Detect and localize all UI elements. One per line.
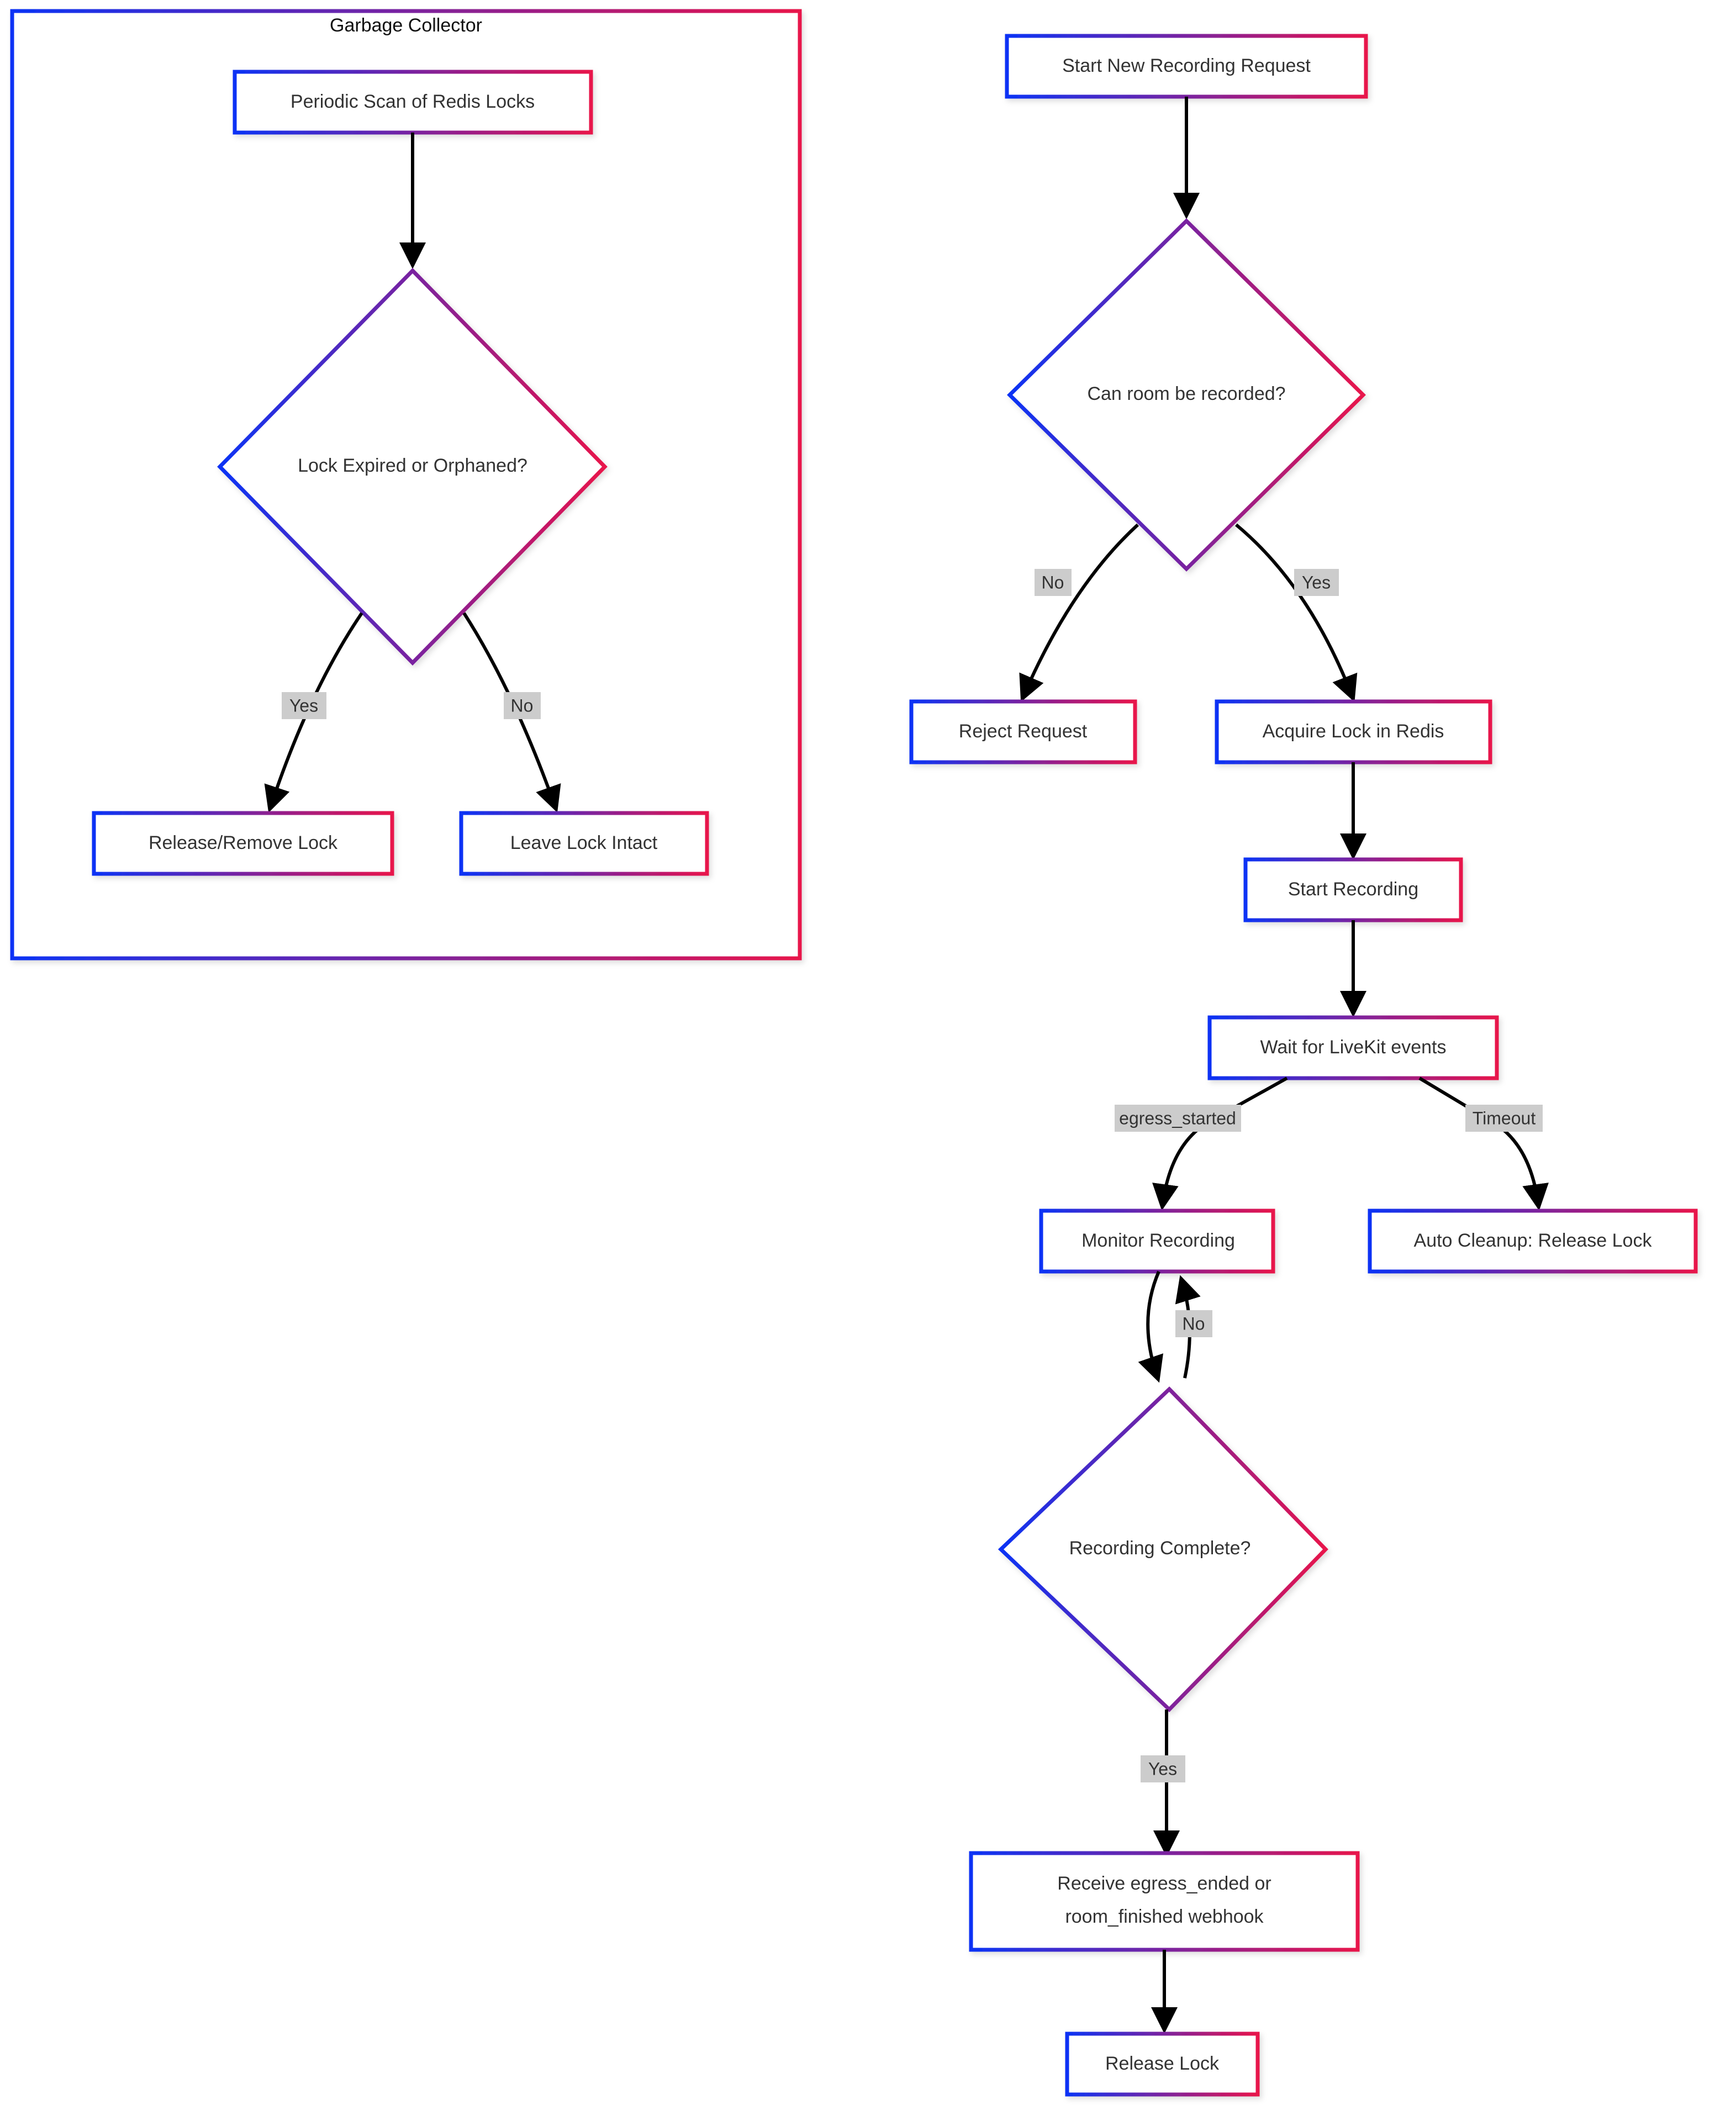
edge-wait-egress-started	[1152, 1077, 1288, 1211]
edge-label-lock-expired-yes: Yes	[282, 692, 326, 719]
edge-can-room-no	[1019, 523, 1139, 703]
node-release-remove-lock[interactable]: Release/Remove Lock	[92, 811, 394, 876]
node-periodic-scan-shape[interactable]	[233, 70, 593, 135]
edge-label-bg-yes-2	[1294, 569, 1339, 596]
node-wait-livekit-events-shape[interactable]	[1207, 1015, 1499, 1080]
edge-label-timeout: Timeout	[1465, 1105, 1543, 1132]
node-acquire-lock-shape[interactable]	[1215, 699, 1492, 764]
edge-label-can-room-no: No	[1035, 569, 1072, 596]
node-acquire-lock[interactable]: Acquire Lock in Redis	[1215, 699, 1492, 764]
edge-label-bg-yes-3	[1141, 1755, 1185, 1782]
edge-label-text-egress-started: egress_started	[1119, 1108, 1236, 1128]
node-wait-livekit-events-label: Wait for LiveKit events	[1260, 1037, 1447, 1058]
node-recording-complete-shape[interactable]	[998, 1386, 1328, 1712]
edge-label-bg-no-3	[1175, 1310, 1212, 1337]
node-release-remove-lock-shape[interactable]	[92, 811, 394, 876]
edge-label-bg-egress-started	[1115, 1105, 1241, 1132]
edge-can-room-yes	[1235, 523, 1358, 703]
edge-label-bg-yes-1	[282, 692, 326, 719]
node-can-room-be-recorded[interactable]: Can room be recorded?	[1007, 218, 1366, 572]
node-release-remove-lock-label: Release/Remove Lock	[149, 832, 338, 853]
node-receive-webhook[interactable]: Receive egress_ended or room_finished we…	[969, 1851, 1360, 1952]
node-acquire-lock-label: Acquire Lock in Redis	[1263, 721, 1444, 742]
node-release-lock[interactable]: Release Lock	[1065, 2032, 1260, 2097]
edge-label-text-no-2: No	[1042, 572, 1064, 592]
node-leave-lock-intact-label: Leave Lock Intact	[510, 832, 658, 853]
node-periodic-scan[interactable]: Periodic Scan of Redis Locks	[233, 70, 593, 135]
node-reject-request-label: Reject Request	[959, 721, 1088, 742]
node-start-recording-shape[interactable]	[1243, 857, 1463, 922]
node-receive-webhook-shape[interactable]	[969, 1851, 1360, 1952]
edge-label-bg-no-1	[504, 692, 541, 719]
edge-label-bg-no-2	[1035, 569, 1072, 596]
node-lock-expired-shape[interactable]	[217, 268, 608, 666]
edge-label-recording-complete-no: No	[1175, 1310, 1212, 1337]
node-can-room-be-recorded-shape[interactable]	[1007, 218, 1366, 572]
node-auto-cleanup-shape[interactable]	[1368, 1209, 1698, 1274]
edge-label-text-yes-3: Yes	[1148, 1759, 1177, 1779]
node-auto-cleanup[interactable]: Auto Cleanup: Release Lock	[1368, 1209, 1698, 1274]
node-leave-lock-intact[interactable]: Leave Lock Intact	[459, 811, 709, 876]
edge-label-text-yes-1: Yes	[289, 695, 318, 715]
node-reject-request-shape[interactable]	[909, 699, 1137, 764]
edge-label-lock-expired-no: No	[504, 692, 541, 719]
node-start-new-recording-label: Start New Recording Request	[1062, 55, 1311, 76]
node-wait-livekit-events[interactable]: Wait for LiveKit events	[1207, 1015, 1499, 1080]
node-can-room-be-recorded-label: Can room be recorded?	[1087, 383, 1285, 404]
edge-label-bg-timeout	[1465, 1105, 1543, 1132]
edge-monitor-to-recording-complete	[1138, 1270, 1164, 1383]
node-monitor-recording-label: Monitor Recording	[1081, 1230, 1235, 1251]
node-leave-lock-intact-shape[interactable]	[459, 811, 709, 876]
edge-label-text-timeout: Timeout	[1473, 1108, 1536, 1128]
node-reject-request[interactable]: Reject Request	[909, 699, 1137, 764]
node-receive-webhook-label-line1: Receive egress_ended or	[1057, 1873, 1271, 1894]
node-receive-webhook-label-line2: room_finished webhook	[1065, 1906, 1264, 1927]
edge-label-text-yes-2: Yes	[1302, 572, 1331, 592]
edge-label-text-no-1: No	[511, 695, 534, 715]
node-monitor-recording[interactable]: Monitor Recording	[1039, 1209, 1275, 1274]
node-recording-complete-label: Recording Complete?	[1069, 1538, 1251, 1559]
node-release-lock-shape[interactable]	[1065, 2032, 1260, 2097]
node-lock-expired-label: Lock Expired or Orphaned?	[298, 455, 527, 476]
node-start-new-recording-shape[interactable]	[1005, 34, 1368, 99]
edge-label-text-no-3: No	[1183, 1313, 1205, 1333]
edge-wait-timeout	[1418, 1077, 1549, 1211]
node-start-new-recording[interactable]: Start New Recording Request	[1005, 34, 1368, 99]
subgraph-title-garbage-collector: Garbage Collector	[330, 15, 482, 36]
node-monitor-recording-shape[interactable]	[1039, 1209, 1275, 1274]
node-start-recording-label: Start Recording	[1288, 879, 1418, 900]
node-start-recording[interactable]: Start Recording	[1243, 857, 1463, 922]
edge-label-can-room-yes: Yes	[1294, 569, 1339, 596]
node-release-lock-label: Release Lock	[1105, 2053, 1220, 2074]
node-recording-complete[interactable]: Recording Complete?	[998, 1386, 1328, 1712]
node-auto-cleanup-label: Auto Cleanup: Release Lock	[1414, 1230, 1653, 1251]
node-lock-expired[interactable]: Lock Expired or Orphaned?	[217, 268, 608, 666]
edge-label-recording-complete-yes: Yes	[1141, 1755, 1185, 1782]
edge-label-egress-started: egress_started	[1115, 1105, 1241, 1132]
node-periodic-scan-label: Periodic Scan of Redis Locks	[291, 91, 535, 112]
